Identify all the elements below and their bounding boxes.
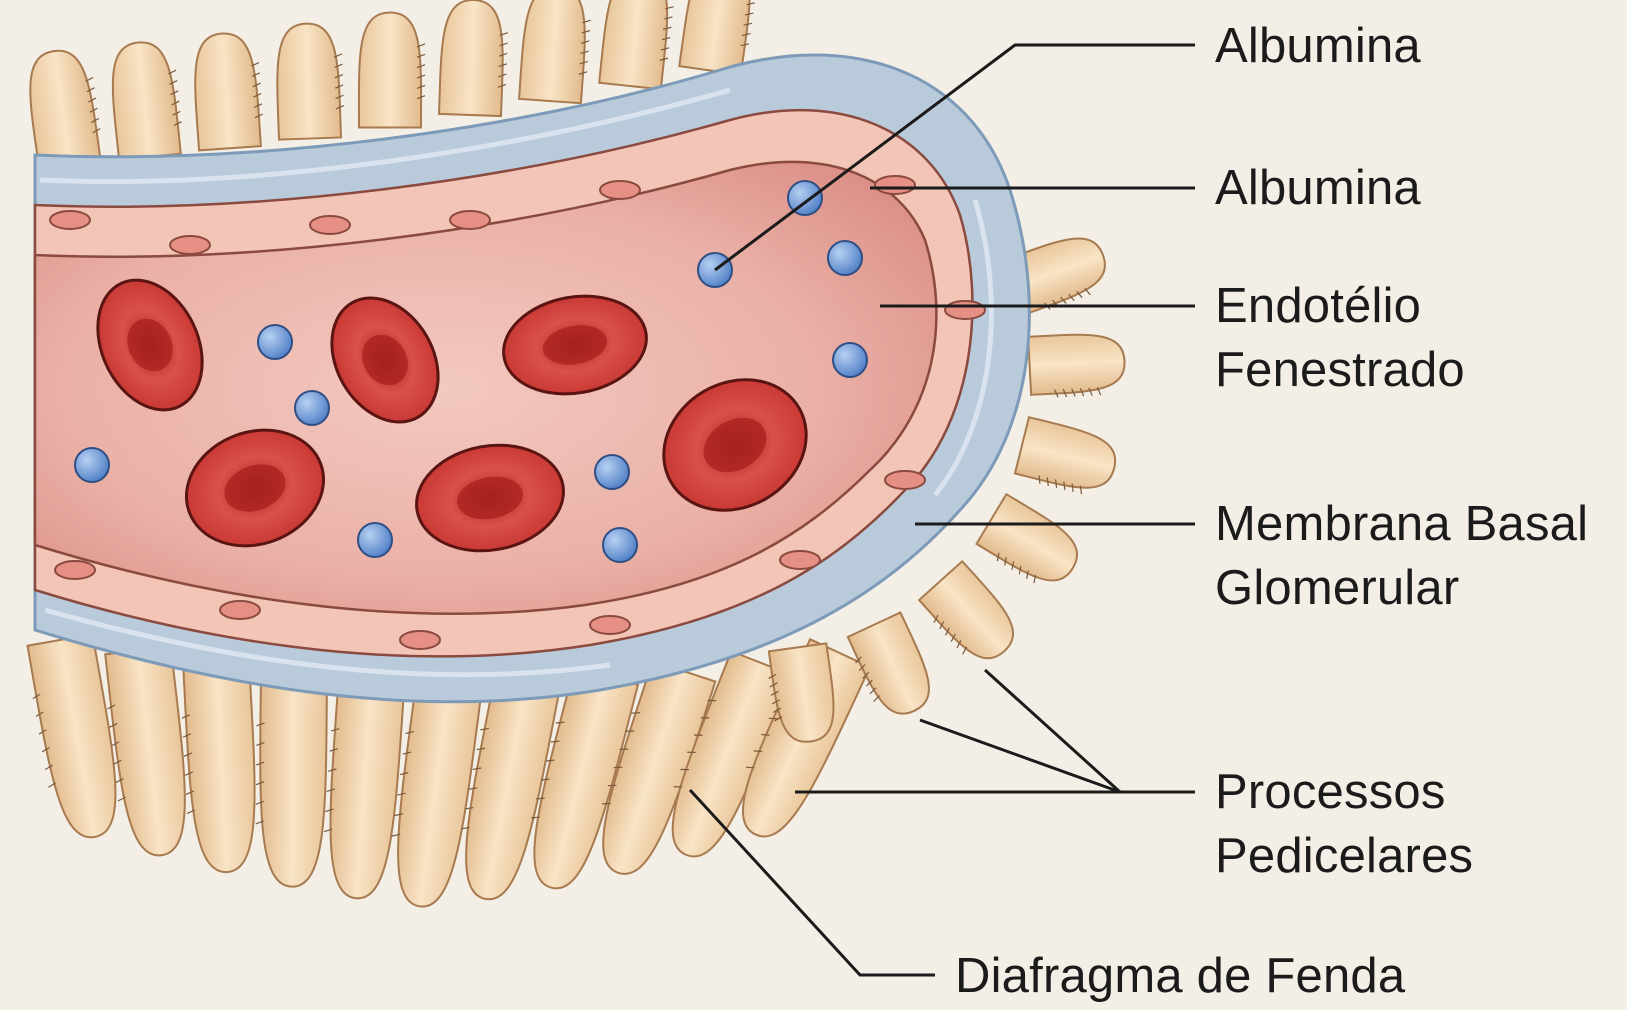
foot-process [319, 672, 405, 900]
foot-process [101, 647, 194, 860]
endothelial-nucleus [945, 301, 985, 319]
endothelial-nucleus [875, 176, 915, 194]
foot-process [599, 0, 677, 90]
leader-processos-a [985, 670, 1120, 792]
endothelial-nucleus [400, 631, 440, 649]
label-albumina-1: Albumina [1215, 14, 1421, 78]
endothelial-nucleus [220, 601, 260, 619]
endothelial-nucleus [780, 551, 820, 569]
endothelial-nucleus [310, 216, 350, 234]
foot-process [275, 22, 345, 139]
foot-process [23, 46, 104, 169]
foot-process [107, 39, 185, 160]
albumin-molecule [603, 528, 637, 562]
endothelial-nucleus [55, 561, 95, 579]
label-processos-line-1: Processos [1215, 760, 1473, 824]
foot-process [1028, 332, 1126, 399]
label-processos-line-2: Pedicelares [1215, 824, 1473, 888]
foot-process [916, 561, 1026, 673]
endothelial-nucleus [450, 211, 490, 229]
label-albumina-1-line-1: Albumina [1215, 14, 1421, 78]
label-diafragma-line-1: Diafragma de Fenda [955, 944, 1405, 1008]
endothelial-nucleus [590, 616, 630, 634]
label-membrana-line-1: Membrana Basal [1215, 492, 1588, 556]
endothelial-nucleus [170, 236, 210, 254]
albumin-molecule [258, 325, 292, 359]
endothelial-nucleus [50, 211, 90, 229]
foot-process [1014, 417, 1121, 500]
leader-processos-b [920, 720, 1120, 792]
label-membrana-line-2: Glomerular [1215, 556, 1588, 620]
albumin-molecule [828, 241, 862, 275]
foot-process [519, 0, 593, 103]
foot-process [179, 659, 260, 874]
label-endotelio: Endotélio Fenestrado [1215, 274, 1465, 402]
albumin-molecule [295, 391, 329, 425]
label-albumina-2: Albumina [1215, 156, 1421, 220]
albumin-molecule [358, 523, 392, 557]
foot-process [439, 0, 509, 116]
endothelial-nucleus [885, 471, 925, 489]
foot-process [359, 12, 425, 127]
label-diafragma: Diafragma de Fenda [955, 944, 1405, 1008]
label-albumina-2-line-1: Albumina [1215, 156, 1421, 220]
albumin-molecule [595, 455, 629, 489]
label-endotelio-line-2: Fenestrado [1215, 338, 1465, 402]
albumin-molecule [833, 343, 867, 377]
endothelial-nucleus [600, 181, 640, 199]
label-membrana: Membrana Basal Glomerular [1215, 492, 1588, 620]
foot-process [255, 668, 327, 887]
albumin-molecule [75, 448, 109, 482]
label-endotelio-line-1: Endotélio [1215, 274, 1465, 338]
label-processos: Processos Pedicelares [1215, 760, 1473, 888]
foot-process [191, 31, 265, 150]
foot-process [974, 494, 1087, 596]
